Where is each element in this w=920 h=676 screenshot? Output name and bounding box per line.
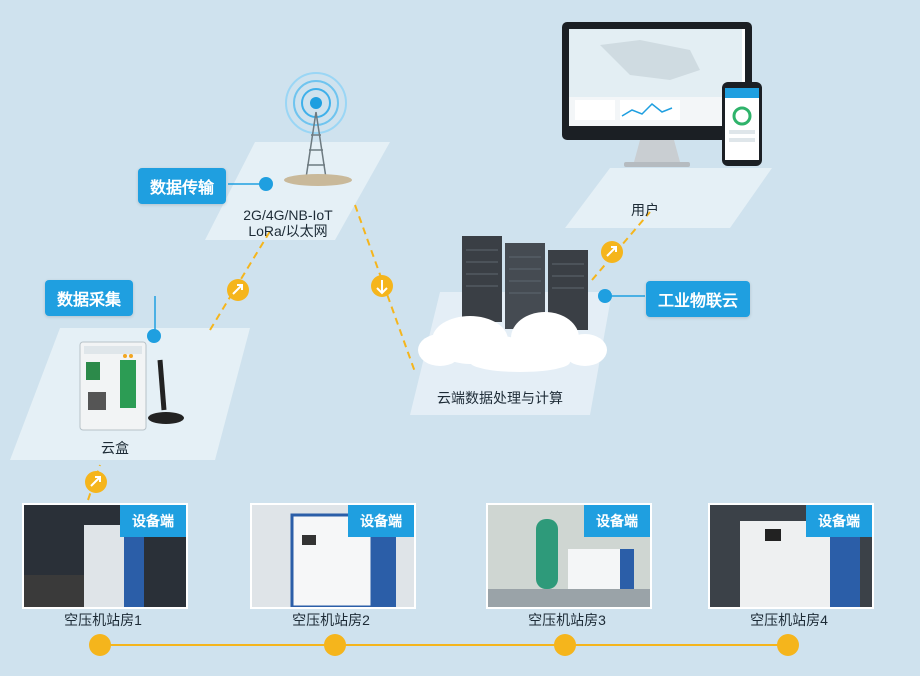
timeline-dot <box>777 634 799 656</box>
user-label: 用户 <box>631 202 659 218</box>
room-label-2: 空压机站房2 <box>292 612 370 628</box>
equipment-tag: 设备端 <box>348 505 414 537</box>
compressor-icon <box>710 505 872 607</box>
timeline-dot <box>324 634 346 656</box>
cloud-icon <box>418 312 607 372</box>
platform-tower <box>205 142 390 240</box>
equipment-photo: 设备端 <box>708 503 874 609</box>
cloud-box-label: 云盒 <box>101 440 129 456</box>
network-label-line2: LoRa/以太网 <box>248 223 328 239</box>
data-collection-tag: 数据采集 <box>45 280 134 316</box>
server-rack-icon <box>462 236 588 330</box>
arrow-icon <box>227 279 249 301</box>
platform-user <box>565 168 772 228</box>
equipment-photo: 设备端 <box>250 503 416 609</box>
connector-dot <box>147 329 161 343</box>
equipment-tag: 设备端 <box>806 505 872 537</box>
connector-dot <box>598 289 612 303</box>
equipment-tag: 设备端 <box>584 505 650 537</box>
cloud-processing-label: 云端数据处理与计算 <box>437 390 563 406</box>
room-label-1: 空压机站房1 <box>64 612 142 628</box>
iiot-cloud-tag: 工业物联云 <box>646 281 751 317</box>
monitor-icon <box>562 22 752 167</box>
connector-dot <box>259 177 273 191</box>
timeline-dot <box>554 634 576 656</box>
network-label: 2G/4G/NB-IoT LoRa/以太网 <box>228 207 348 239</box>
equipment-photo: 设备端 <box>486 503 652 609</box>
timeline-dot <box>89 634 111 656</box>
arrow-icon <box>85 471 107 493</box>
room-label-4: 空压机站房4 <box>750 612 828 628</box>
equipment-tag: 设备端 <box>120 505 186 537</box>
network-label-line1: 2G/4G/NB-IoT <box>243 207 333 223</box>
arrow-icon <box>601 241 623 263</box>
arrow-icon <box>371 275 393 297</box>
cell-tower-icon <box>284 72 352 186</box>
room-label-3: 空压机站房3 <box>528 612 606 628</box>
phone-icon <box>722 82 762 166</box>
equipment-photo: 设备端 <box>22 503 188 609</box>
cloud-box-device-icon <box>79 341 184 431</box>
data-transmission-tag: 数据传输 <box>138 168 227 204</box>
